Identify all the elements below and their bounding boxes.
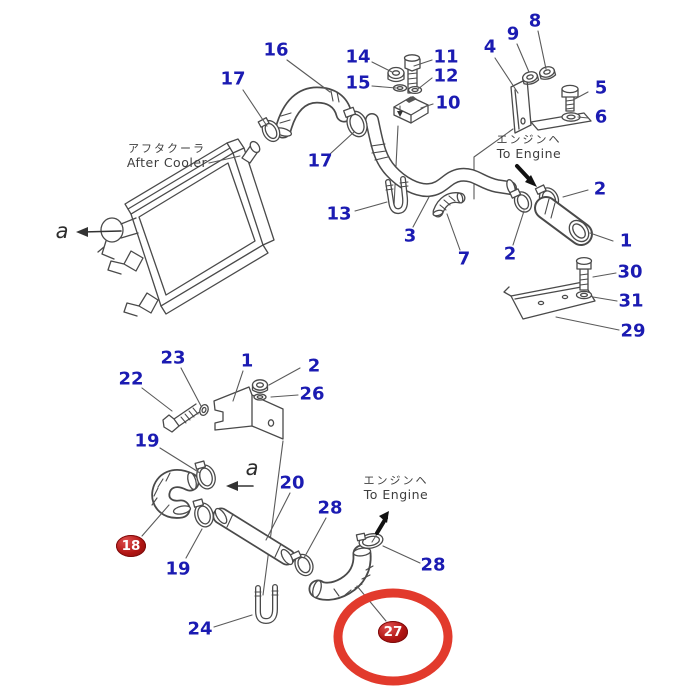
to-engine-label-bottom: エンジンヘ To Engine <box>364 474 429 502</box>
callout-19-a: 19 <box>134 430 160 452</box>
after-cooler-drawing <box>97 138 275 317</box>
badge-27: 27 <box>378 621 408 643</box>
to-engine-top-en: To Engine <box>496 146 562 162</box>
callout-17-b: 17 <box>307 150 333 172</box>
callout-30: 30 <box>617 261 643 283</box>
hose-1-drawing <box>534 196 593 246</box>
hose-7-drawing <box>432 192 466 218</box>
to-engine-bottom-jp: エンジンヘ <box>363 474 429 487</box>
hose-16-drawing <box>273 86 353 139</box>
callout-19-b: 19 <box>165 558 191 580</box>
view-arrow-a-bottom <box>226 481 254 491</box>
after-cooler-label-en: After Cooler <box>126 155 208 171</box>
bolt-11-drawing <box>403 54 421 94</box>
bracket-10-drawing <box>393 96 429 124</box>
leader-lines <box>141 30 620 628</box>
callout-13: 13 <box>326 203 352 225</box>
clamp-28b-drawing <box>355 532 384 549</box>
highlight-ring <box>333 588 453 686</box>
to-engine-bottom-en: To Engine <box>363 487 429 503</box>
view-arrow-a-top <box>76 227 122 237</box>
callout-2-a: 2 <box>593 178 607 200</box>
bolt-5-drawing <box>561 84 579 112</box>
to-engine-label-top: エンジンヘ To Engine <box>497 133 562 161</box>
washer-23-drawing <box>199 404 209 416</box>
callout-15: 15 <box>345 72 371 94</box>
nut-2-drawing <box>251 379 269 394</box>
plate-29-drawing <box>503 281 596 320</box>
after-cooler-label: アフタクーラ After Cooler <box>127 142 207 170</box>
clamp-19a-drawing <box>194 460 216 490</box>
engine-arrow-bottom <box>375 511 389 535</box>
u-bolt-13-drawing <box>385 176 409 215</box>
view-label-a-top: a <box>55 219 69 243</box>
view-label-a-bottom: a <box>245 456 259 480</box>
callout-7: 7 <box>457 248 471 270</box>
after-cooler-label-jp: アフタクーラ <box>127 142 206 155</box>
callout-20: 20 <box>279 472 305 494</box>
callout-31: 31 <box>618 290 644 312</box>
bolt-22-drawing <box>162 403 202 433</box>
callout-14: 14 <box>345 46 371 68</box>
washer-26-drawing <box>253 393 267 401</box>
callout-24: 24 <box>187 618 213 640</box>
washer-31-drawing <box>575 290 593 300</box>
callout-5: 5 <box>594 77 608 99</box>
bracket-4-drawing <box>510 78 592 134</box>
callout-9: 9 <box>506 23 520 45</box>
clamp-2b-drawing <box>509 188 533 213</box>
pipe-20-drawing <box>212 507 296 566</box>
callout-23: 23 <box>160 347 186 369</box>
engine-arrow-top <box>515 164 537 187</box>
callout-3: 3 <box>403 225 417 247</box>
callout-26: 26 <box>299 383 325 405</box>
nut-8-drawing <box>538 66 557 80</box>
callout-28-b: 28 <box>420 554 446 576</box>
callout-29: 29 <box>620 320 646 342</box>
callout-16: 16 <box>263 39 289 61</box>
callout-2-b: 2 <box>503 243 517 265</box>
to-engine-top-jp: エンジンヘ <box>496 133 562 146</box>
callout-11: 11 <box>433 46 459 68</box>
nut-14-drawing <box>387 66 405 83</box>
bolt-30-drawing <box>575 256 593 291</box>
callout-12: 12 <box>433 65 459 87</box>
washer-6-drawing <box>561 112 581 122</box>
pipe-3-drawing <box>365 113 517 198</box>
callout-4: 4 <box>483 36 497 58</box>
u-bolt-24-drawing <box>254 584 279 624</box>
callout-10: 10 <box>435 92 461 114</box>
callout-17-a: 17 <box>220 68 246 90</box>
badge-18: 18 <box>116 535 146 557</box>
elbow-hose-27-drawing <box>308 544 374 601</box>
clamp-19b-drawing <box>192 498 214 528</box>
callout-28-a: 28 <box>317 497 343 519</box>
clamp-28a-drawing <box>289 550 314 577</box>
elbow-hose-18-drawing <box>151 469 200 519</box>
callout-1-b: 1 <box>240 350 254 372</box>
nut-9-drawing <box>521 71 540 85</box>
construction-lines <box>262 125 514 596</box>
callout-6: 6 <box>594 106 608 128</box>
clamp-17b-drawing <box>343 106 368 138</box>
bracket-1-drawing <box>213 386 284 440</box>
callout-8: 8 <box>528 10 542 32</box>
callout-2-c: 2 <box>307 355 321 377</box>
callout-22: 22 <box>118 368 144 390</box>
callout-1-a: 1 <box>619 230 633 252</box>
